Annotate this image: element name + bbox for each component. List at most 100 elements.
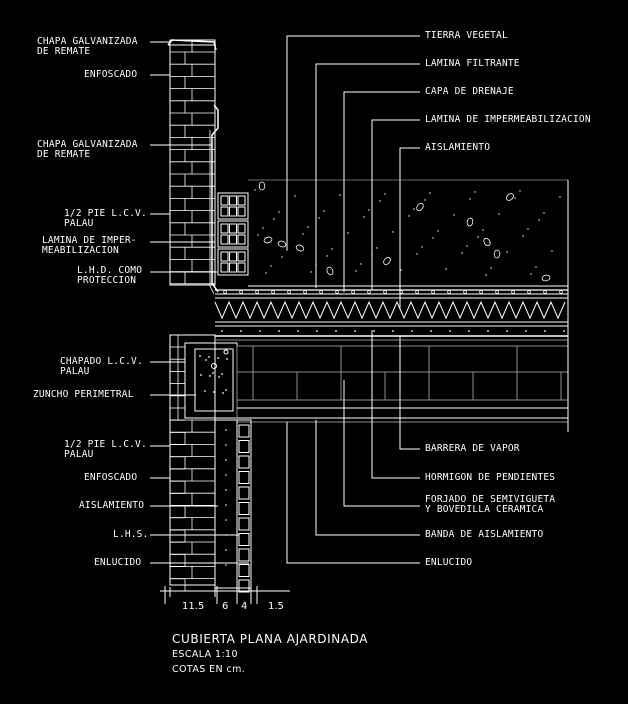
soil-dot — [506, 251, 508, 253]
concrete-aggregate — [213, 391, 215, 393]
soil-dot — [392, 231, 394, 233]
soil-dot — [429, 192, 431, 194]
leader-hormigon — [371, 330, 420, 479]
soil-dot — [559, 196, 561, 198]
concrete-dot — [449, 330, 451, 332]
soil-dot — [519, 190, 521, 192]
leader-capa-drenaje — [343, 91, 420, 292]
hollow-brick-lhd — [217, 248, 249, 276]
label-lhd: L.H.D. COMO PROTECCION — [77, 265, 143, 286]
soil-dot — [514, 197, 516, 199]
insulation-zigzag — [214, 300, 566, 320]
lhs-cell — [238, 424, 250, 438]
leader-forjado — [343, 380, 420, 507]
soil-dot — [257, 234, 259, 236]
soil-dot — [379, 200, 381, 202]
concrete-aggregate — [205, 359, 207, 361]
soil-dot — [474, 191, 476, 193]
label-chapado: CHAPADO L.C.V. PALAU — [60, 356, 143, 377]
soil-dot — [265, 272, 267, 274]
soil-dot — [498, 213, 500, 215]
soil-dot — [400, 269, 402, 271]
drainage-bead — [383, 290, 387, 294]
rebar — [223, 349, 229, 355]
brick-cell — [220, 206, 229, 217]
brick-cell — [220, 251, 229, 262]
soil-dot — [270, 265, 272, 267]
concrete-dot — [544, 330, 546, 332]
ring-beam — [184, 342, 238, 419]
flashing-inner — [211, 104, 219, 293]
soil-stone — [416, 202, 424, 212]
drainage-bead — [367, 290, 371, 294]
hollow-brick-lhd — [217, 192, 249, 220]
concrete-dot — [335, 330, 337, 332]
soil-dot — [437, 230, 439, 232]
soil-dot — [416, 253, 418, 255]
ring-beam-inner — [194, 348, 234, 412]
label-chapa-galvanizada-top: CHAPA GALVANIZADA DE REMATE — [37, 36, 138, 57]
soil-dot — [326, 255, 328, 257]
drainage-bead — [319, 290, 323, 294]
concrete-aggregate — [221, 373, 223, 375]
soil-stone — [493, 249, 501, 259]
soil-dot — [527, 228, 529, 230]
dimension-11-5: 11.5 — [182, 601, 205, 612]
drainage-bead — [271, 290, 275, 294]
soil-dot — [477, 236, 479, 238]
lhs-wall — [236, 419, 252, 589]
drainage-bead — [335, 290, 339, 294]
concrete-dot — [392, 330, 394, 332]
hollow-brick-lhd — [217, 220, 249, 248]
soil-dot — [453, 214, 455, 216]
concrete-dot — [221, 330, 223, 332]
brick-cell — [237, 195, 246, 206]
brick-cell — [229, 234, 237, 245]
lhs-cell — [238, 440, 250, 453]
label-enlucido-right: ENLUCIDO — [425, 557, 473, 568]
concrete-dot — [487, 330, 489, 332]
soil-dot — [331, 248, 333, 250]
label-forjado: FORJADO DE SEMIVIGUETA Y BOVEDILLA CERAM… — [425, 494, 556, 515]
concrete-aggregate — [200, 374, 202, 376]
brick-cell — [237, 206, 246, 217]
soil-dot — [535, 266, 537, 268]
soil-dot — [254, 189, 256, 191]
drainage-bead — [543, 290, 547, 294]
soil-dot — [307, 226, 309, 228]
concrete-dot — [240, 330, 242, 332]
leader-banda — [315, 420, 420, 536]
soil-dot — [323, 210, 325, 212]
drainage-bead — [559, 290, 563, 294]
concrete-dot — [525, 330, 527, 332]
soil-dot — [368, 209, 370, 211]
concrete-dot — [411, 330, 413, 332]
concrete-dot — [278, 330, 280, 332]
label-aislamiento-right: AISLAMIENTO — [425, 142, 491, 153]
soil-dot — [318, 217, 320, 219]
label-hormigon: HORMIGON DE PENDIENTES — [425, 472, 556, 483]
insulation-dot — [225, 564, 227, 566]
label-enfoscado-top: ENFOSCADO — [84, 69, 138, 80]
concrete-aggregate — [222, 392, 224, 394]
drawing-scale: ESCALA 1:10 — [172, 649, 238, 660]
soil-dot — [278, 211, 280, 213]
soil-dot — [384, 193, 386, 195]
label-zuncho: ZUNCHO PERIMETRAL — [33, 389, 134, 400]
soil-dot — [413, 208, 415, 210]
concrete-aggregate — [212, 372, 214, 374]
parapet-wall — [169, 39, 216, 286]
label-enfoscado-bottom: ENFOSCADO — [84, 472, 138, 483]
concrete-dot — [468, 330, 470, 332]
lhs-cell — [238, 517, 250, 531]
leader-tierra-vegetal — [286, 35, 420, 250]
slab-forjado — [236, 345, 569, 419]
lhs-cell — [238, 471, 250, 484]
insulation-dot — [225, 489, 227, 491]
insulation-dot — [225, 504, 227, 506]
drawing-title: CUBIERTA PLANA AJARDINADA — [172, 632, 369, 646]
label-aislamiento-left: AISLAMIENTO — [79, 500, 145, 511]
label-lamina-imper: LAMINA DE IMPER- MEABILIZACION — [42, 235, 137, 256]
soil-dot — [530, 273, 532, 275]
lhs-cell — [238, 579, 250, 593]
